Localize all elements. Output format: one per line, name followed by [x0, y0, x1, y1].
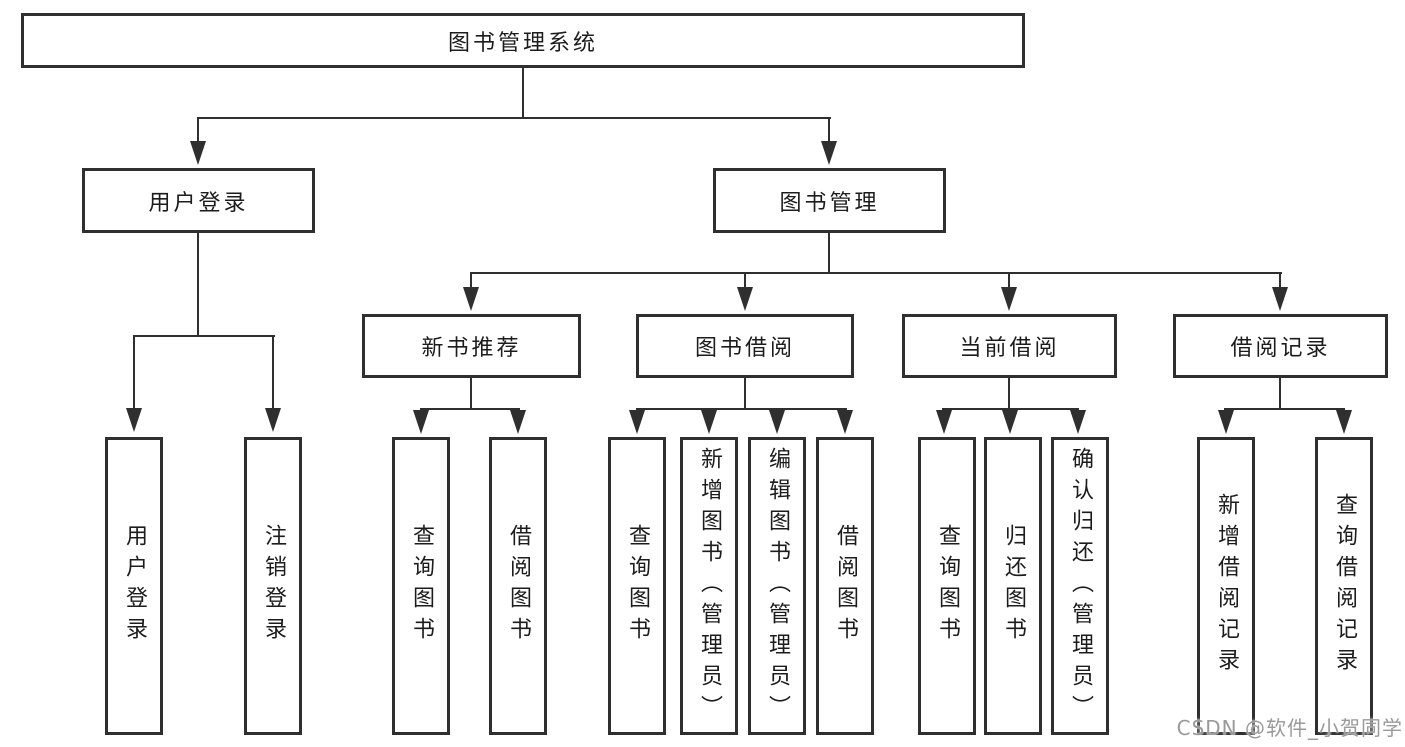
leaf-borrow-query-books: 查询图书: [608, 437, 666, 735]
leaf-logout: 注销登录: [244, 437, 302, 735]
node-current-borrow-label: 当前借阅: [959, 336, 1060, 361]
connector-line: [1279, 272, 1281, 289]
arrow-down-icon: [1002, 410, 1018, 434]
leaf-current-return-books-label: 归还图书: [1001, 524, 1026, 648]
leaf-borrow-borrow-books-label: 借阅图书: [833, 524, 858, 648]
arrow-down-icon: [463, 287, 479, 311]
arrow-down-icon: [737, 287, 753, 311]
node-borrow-records-label: 借阅记录: [1230, 336, 1331, 361]
connector-line: [1008, 272, 1010, 289]
connector-line: [197, 117, 831, 119]
connector-line: [828, 233, 830, 274]
arrow-down-icon: [126, 408, 142, 432]
leaf-recommend-query-books: 查询图书: [392, 437, 450, 735]
leaf-records-query-record: 查询借阅记录: [1315, 437, 1373, 735]
leaf-user-login: 用户登录: [105, 437, 163, 735]
leaf-current-confirm-return-admin-label: 确认归还（管理员）: [1068, 446, 1093, 726]
node-book-management: 图书管理: [713, 168, 946, 233]
leaf-current-confirm-return-admin: 确认归还（管理员）: [1051, 437, 1109, 735]
leaf-borrow-edit-book-admin: 编辑图书（管理员）: [748, 437, 806, 735]
connector-line: [197, 233, 199, 337]
connector-line: [636, 408, 847, 410]
leaf-recommend-borrow-books-label: 借阅图书: [506, 524, 531, 648]
node-new-book-recommend: 新书推荐: [362, 314, 581, 378]
connector-line: [133, 335, 275, 337]
node-book-management-label: 图书管理: [779, 190, 880, 216]
arrow-down-icon: [769, 410, 785, 434]
leaf-current-return-books: 归还图书: [984, 437, 1042, 735]
leaf-borrow-query-books-label: 查询图书: [625, 524, 650, 648]
connector-line: [197, 117, 199, 143]
node-user-login-label: 用户登录: [148, 190, 249, 216]
arrow-down-icon: [1001, 287, 1017, 311]
leaf-recommend-query-books-label: 查询图书: [409, 524, 434, 648]
connector-line: [1279, 378, 1281, 410]
arrow-down-icon: [629, 410, 645, 434]
leaf-borrow-add-book-admin: 新增图书（管理员）: [680, 437, 738, 735]
connector-line: [133, 335, 135, 410]
leaf-logout-label: 注销登录: [261, 524, 286, 648]
connector-line: [420, 408, 520, 410]
leaf-user-login-label: 用户登录: [122, 524, 147, 648]
node-borrow-records: 借阅记录: [1173, 314, 1388, 378]
leaf-current-query-books-label: 查询图书: [935, 524, 960, 648]
arrow-down-icon: [837, 410, 853, 434]
connector-line: [942, 408, 1079, 410]
node-new-book-recommend-label: 新书推荐: [421, 336, 522, 361]
arrow-down-icon: [190, 141, 206, 165]
leaf-records-add-record-label: 新增借阅记录: [1214, 493, 1239, 679]
leaf-borrow-edit-book-admin-label: 编辑图书（管理员）: [765, 446, 790, 726]
node-current-borrow: 当前借阅: [902, 314, 1117, 378]
node-root-label: 图书管理系统: [447, 30, 598, 56]
arrow-down-icon: [1336, 410, 1352, 434]
arrow-down-icon: [936, 410, 952, 434]
arrow-down-icon: [1272, 287, 1288, 311]
leaf-recommend-borrow-books: 借阅图书: [489, 437, 547, 735]
connector-line: [744, 272, 746, 289]
arrow-down-icon: [510, 410, 526, 434]
connector-line: [470, 272, 1282, 274]
arrow-down-icon: [701, 410, 717, 434]
connector-line: [470, 378, 472, 410]
node-root: 图书管理系统: [21, 13, 1025, 68]
node-book-borrow-label: 图书借阅: [694, 336, 795, 361]
leaf-borrow-add-book-admin-label: 新增图书（管理员）: [697, 446, 722, 726]
connector-line: [272, 335, 274, 410]
connector-line: [828, 117, 830, 143]
leaf-current-query-books: 查询图书: [918, 437, 976, 735]
arrow-down-icon: [1070, 410, 1086, 434]
leaf-records-add-record: 新增借阅记录: [1197, 437, 1255, 735]
leaf-records-query-record-label: 查询借阅记录: [1332, 493, 1357, 679]
arrow-down-icon: [413, 410, 429, 434]
arrow-down-icon: [265, 408, 281, 432]
arrow-down-icon: [1218, 410, 1234, 434]
arrow-down-icon: [821, 141, 837, 165]
connector-line: [1224, 408, 1345, 410]
csdn-watermark: CSDN @软件_小贺同学: [1176, 716, 1403, 740]
connector-line: [1008, 378, 1010, 410]
node-book-borrow: 图书借阅: [636, 314, 854, 378]
connector-line: [470, 272, 472, 289]
node-user-login: 用户登录: [82, 168, 315, 233]
connector-line: [522, 68, 524, 119]
connector-line: [744, 378, 746, 410]
leaf-borrow-borrow-books: 借阅图书: [816, 437, 874, 735]
